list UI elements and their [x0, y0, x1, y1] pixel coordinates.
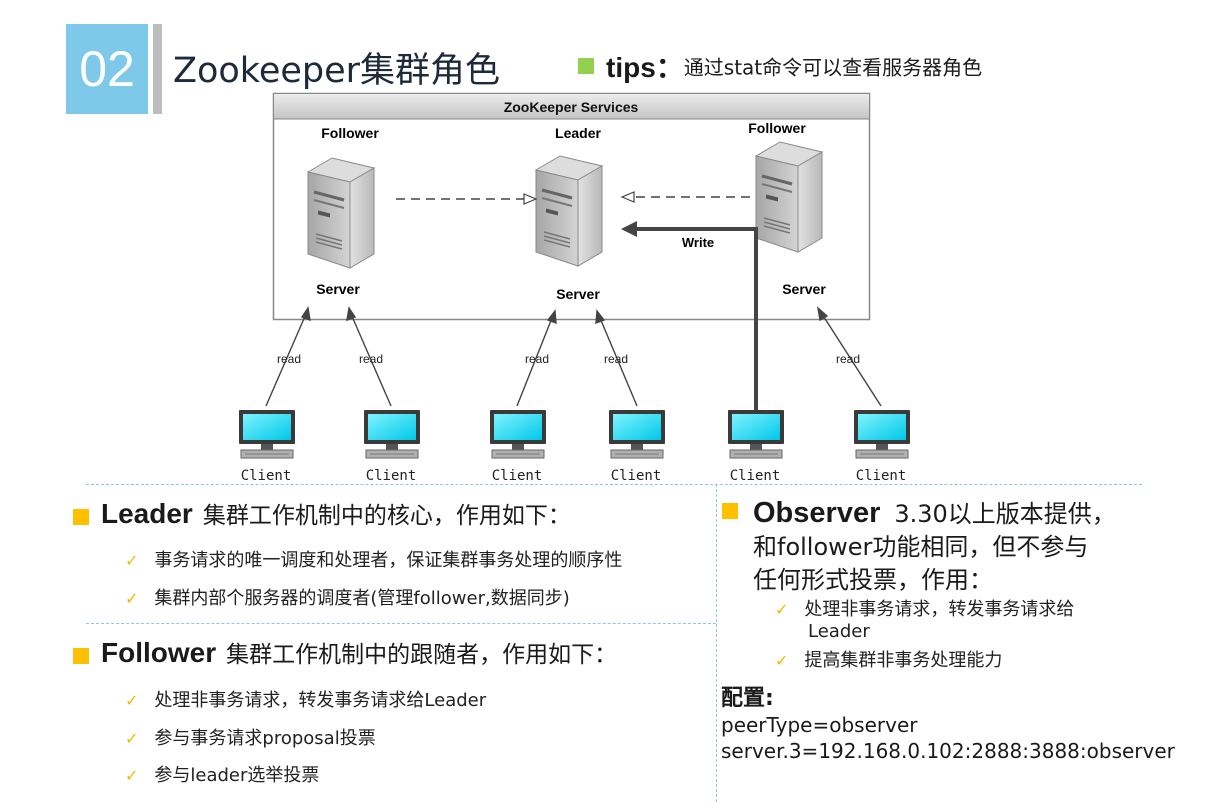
read-label-1: read — [277, 352, 301, 366]
config-heading: 配置: — [721, 686, 774, 711]
server-icon-follower-left — [306, 156, 376, 270]
orange-square-bullet-icon — [73, 508, 89, 525]
follower-name: Follower — [101, 637, 217, 668]
divider-vertical — [716, 484, 717, 802]
client-label-4: Client — [611, 468, 662, 484]
tips-text: 通过stat命令可以查看服务器角色 — [683, 55, 983, 80]
leader-item-1: ✓ 事务请求的唯一调度和处理者，保证集群事务处理的顺序性 — [125, 546, 622, 572]
green-square-bullet-icon — [578, 58, 594, 74]
server-icon-follower-right — [754, 140, 824, 254]
write-path — [634, 227, 758, 410]
orange-square-bullet-icon — [722, 503, 738, 519]
checkmark-icon: ✓ — [775, 600, 789, 619]
observer-name: Observer — [753, 497, 881, 529]
read-label-5: read — [836, 352, 860, 366]
follower-heading: Follower 集群工作机制中的跟随者，作用如下： — [73, 635, 617, 669]
leader-item-2-text: 集群内部个服务器的调度者(管理follower,数据同步) — [154, 588, 570, 609]
leader-desc: 集群工作机制中的核心，作用如下： — [202, 503, 571, 529]
checkmark-icon: ✓ — [125, 551, 139, 570]
checkmark-icon: ✓ — [125, 766, 139, 785]
read-arrow-1 — [265, 313, 307, 407]
slide-title: Zookeeper集群角色 — [173, 51, 501, 91]
write-label: Write — [682, 235, 714, 250]
role-label-leader: Leader — [555, 125, 601, 141]
observer-item-2: ✓ 提高集群非事务处理能力 — [775, 646, 1002, 672]
arrowhead-left — [523, 193, 538, 205]
observer-description: Observer 3.30以上版本提供， 和follower功能相同，但不参与 任… — [753, 497, 1173, 597]
read-arrow-4 — [599, 317, 638, 407]
services-title: ZooKeeper Services — [504, 99, 639, 115]
orange-square-bullet-icon — [73, 647, 89, 664]
client-computer-icon-6 — [853, 409, 911, 459]
observer-desc-line2: 和follower功能相同，但不参与 — [753, 533, 1089, 561]
role-label-follower-right: Follower — [748, 120, 806, 136]
write-arrowhead — [621, 221, 637, 237]
client-computer-icon-1 — [238, 409, 296, 459]
checkmark-icon: ✓ — [775, 651, 789, 670]
section-number: 02 — [66, 24, 148, 114]
client-label-5: Client — [730, 468, 781, 484]
read-label-4: read — [604, 352, 628, 366]
checkmark-icon: ✓ — [125, 589, 139, 608]
leader-item-2: ✓ 集群内部个服务器的调度者(管理follower,数据同步) — [125, 584, 570, 610]
follower-item-1: ✓ 处理非事务请求，转发事务请求给Leader — [125, 686, 486, 712]
divider-middle — [86, 623, 716, 624]
section-number-bar — [153, 24, 162, 114]
follower-desc: 集群工作机制中的跟随者，作用如下： — [226, 642, 618, 668]
follower-item-3-text: 参与leader选举投票 — [154, 765, 320, 786]
server-label-leader: Server — [556, 286, 600, 302]
tips-label: tips： — [606, 52, 684, 83]
config-line-1: peerType=observer — [721, 713, 918, 737]
follower-item-3: ✓ 参与leader选举投票 — [125, 761, 319, 787]
follower-item-2-text: 参与事务请求proposal投票 — [154, 728, 376, 749]
server-label-right: Server — [782, 281, 826, 297]
observer-item-1: ✓ 处理非事务请求，转发事务请求给 — [775, 595, 1074, 621]
client-computer-icon-3 — [489, 409, 547, 459]
leader-item-1-text: 事务请求的唯一调度和处理者，保证集群事务处理的顺序性 — [154, 550, 623, 571]
observer-item-1-text: 处理非事务请求，转发事务请求给 — [804, 599, 1075, 620]
zookeeper-services-diagram: ZooKeeper Services Follower Leader Follo… — [238, 92, 911, 484]
read-arrow-2 — [350, 313, 392, 407]
services-header — [274, 94, 869, 119]
client-computer-icon-4 — [608, 409, 666, 459]
observer-item-1-cont: Leader — [808, 621, 870, 642]
observer-desc-line3: 任何形式投票，作用： — [753, 566, 993, 594]
leader-heading: Leader 集群工作机制中的核心，作用如下： — [73, 496, 571, 530]
divider-top — [86, 484, 1142, 485]
read-label-3: read — [525, 352, 549, 366]
observer-desc-line1: 3.30以上版本提供， — [894, 500, 1116, 528]
client-label-3: Client — [492, 468, 543, 484]
follower-item-2: ✓ 参与事务请求proposal投票 — [125, 724, 376, 750]
role-label-follower-left: Follower — [321, 125, 379, 141]
read-arrow-3 — [516, 317, 553, 407]
client-label-6: Client — [856, 468, 907, 484]
read-label-2: read — [359, 352, 383, 366]
server-icon-leader — [534, 154, 604, 268]
client-computer-icon-5 — [727, 409, 785, 459]
checkmark-icon: ✓ — [125, 729, 139, 748]
follower-item-1-text: 处理非事务请求，转发事务请求给Leader — [154, 690, 487, 711]
read-arrow-5 — [821, 313, 882, 407]
client-label-1: Client — [241, 468, 292, 484]
tips: tips：通过stat命令可以查看服务器角色 — [578, 46, 982, 86]
arrowhead-right — [620, 191, 635, 203]
leader-name: Leader — [101, 498, 193, 529]
config-block: 配置: peerType=observer server.3=192.168.0… — [721, 686, 1175, 764]
client-label-2: Client — [366, 468, 417, 484]
server-label-left: Server — [316, 281, 360, 297]
checkmark-icon: ✓ — [125, 691, 139, 710]
observer-item-2-text: 提高集群非事务处理能力 — [804, 650, 1003, 671]
client-computer-icon-2 — [363, 409, 421, 459]
config-line-2: server.3=192.168.0.102:2888:3888:observe… — [721, 739, 1175, 763]
